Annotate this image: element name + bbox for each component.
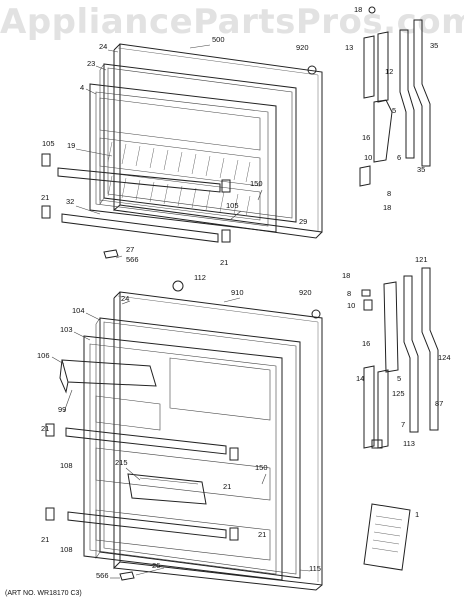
label-125: 125 bbox=[392, 389, 405, 398]
literature-pack-1 bbox=[363, 503, 411, 571]
label-18: 18 bbox=[354, 5, 362, 14]
label-21: 21 bbox=[258, 530, 266, 539]
fresh-food-door-outer-panel bbox=[113, 291, 323, 591]
label-566: 566 bbox=[126, 255, 139, 264]
screw-18-top bbox=[368, 6, 376, 14]
freezer-door-gasket bbox=[99, 63, 297, 223]
label-21: 21 bbox=[41, 535, 49, 544]
label-19: 19 bbox=[67, 141, 75, 150]
label-21: 21 bbox=[220, 258, 228, 267]
label-115: 115 bbox=[309, 564, 321, 573]
fresh-food-shelf-supports bbox=[45, 423, 239, 541]
freezer-side-trim-13 bbox=[363, 35, 375, 99]
watermark: AppliancePartsPros.com bbox=[0, 2, 464, 42]
label-910: 910 bbox=[231, 288, 244, 297]
label-26: 26 bbox=[152, 561, 160, 570]
label-108: 108 bbox=[60, 461, 73, 470]
label-105: 105 bbox=[42, 139, 55, 148]
plug-113 bbox=[371, 439, 383, 449]
label-12: 12 bbox=[385, 67, 393, 76]
fresh-food-bin-215 bbox=[127, 473, 207, 505]
label-6: 6 bbox=[397, 153, 401, 162]
part-8-lower bbox=[361, 289, 371, 297]
label-10: 10 bbox=[364, 153, 372, 162]
label-29: 29 bbox=[299, 217, 307, 226]
part-10-lower bbox=[363, 299, 373, 311]
label-99: 99 bbox=[58, 405, 66, 414]
label-23: 23 bbox=[87, 59, 95, 68]
freezer-part-10 bbox=[359, 165, 371, 187]
label-27: 27 bbox=[126, 245, 134, 254]
label-121: 121 bbox=[415, 255, 428, 264]
fresh-food-door-liner bbox=[83, 335, 283, 581]
label-215: 215 bbox=[115, 458, 128, 467]
label-24: 24 bbox=[99, 42, 107, 51]
label-4: 4 bbox=[80, 83, 84, 92]
label-14: 14 bbox=[356, 374, 364, 383]
label-566: 566 bbox=[96, 571, 109, 580]
trim-125 bbox=[377, 369, 389, 449]
label-150: 150 bbox=[255, 463, 268, 472]
freezer-door-liner bbox=[89, 83, 277, 233]
label-5: 5 bbox=[397, 374, 401, 383]
label-10: 10 bbox=[347, 301, 355, 310]
hinge-arm-7 bbox=[403, 275, 419, 433]
fresh-food-plug-920 bbox=[311, 309, 321, 319]
label-16: 16 bbox=[362, 133, 370, 142]
label-7: 7 bbox=[401, 420, 405, 429]
label-1: 1 bbox=[415, 510, 419, 519]
label-103: 103 bbox=[60, 325, 73, 334]
fresh-food-shelf-bar-108-upper bbox=[65, 427, 227, 455]
hinge-arm-121 bbox=[421, 267, 439, 431]
label-32: 32 bbox=[66, 197, 74, 206]
fresh-food-bin-106 bbox=[59, 359, 157, 394]
label-13: 13 bbox=[345, 43, 353, 52]
handle-5-lower bbox=[383, 281, 399, 373]
label-113: 113 bbox=[403, 439, 415, 448]
fresh-food-hinge-26 bbox=[119, 571, 135, 581]
label-8: 8 bbox=[387, 189, 391, 198]
freezer-handle-5 bbox=[373, 99, 393, 163]
label-21: 21 bbox=[41, 424, 49, 433]
freezer-hinge-27 bbox=[103, 249, 119, 259]
freezer-side-trim-12 bbox=[377, 31, 389, 103]
label-920: 920 bbox=[299, 288, 312, 297]
fresh-food-shelf-bar-108-lower bbox=[67, 511, 227, 539]
callout-labels: 18 500 24 920 13 35 23 12 4 5 16 105 19 … bbox=[5, 5, 451, 597]
freezer-hinge-arm-35 bbox=[413, 19, 431, 167]
label-112: 112 bbox=[194, 273, 206, 282]
trim-14 bbox=[363, 365, 375, 449]
label-108: 108 bbox=[60, 545, 73, 554]
label-104: 104 bbox=[72, 306, 85, 315]
freezer-shelf-bar-32 bbox=[61, 213, 219, 243]
cap-112 bbox=[172, 280, 184, 292]
label-124: 124 bbox=[438, 353, 451, 362]
label-35: 35 bbox=[430, 41, 438, 50]
label-18: 18 bbox=[383, 203, 391, 212]
label-24: 24 bbox=[121, 294, 129, 303]
label-16: 16 bbox=[362, 339, 370, 348]
label-8: 8 bbox=[347, 289, 351, 298]
label-18: 18 bbox=[342, 271, 350, 280]
label-150: 150 bbox=[250, 179, 263, 188]
label-35: 35 bbox=[417, 165, 425, 174]
label-106: 106 bbox=[37, 351, 50, 360]
freezer-door-outer-panel bbox=[113, 43, 323, 239]
freezer-hinge-arm-6 bbox=[399, 29, 415, 159]
label-87: 87 bbox=[435, 399, 443, 408]
leader-lines bbox=[51, 44, 311, 579]
freezer-shelf-supports bbox=[41, 153, 231, 243]
label-5: 5 bbox=[392, 106, 396, 115]
freezer-plug-920 bbox=[307, 65, 317, 75]
label-21: 21 bbox=[223, 482, 231, 491]
label-105: 105 bbox=[226, 201, 239, 210]
art-number: (ART NO. WR18170 C3) bbox=[5, 590, 82, 597]
freezer-shelf-bar-19 bbox=[57, 167, 221, 193]
label-500: 500 bbox=[212, 35, 225, 44]
label-920: 920 bbox=[296, 43, 309, 52]
label-21: 21 bbox=[41, 193, 49, 202]
